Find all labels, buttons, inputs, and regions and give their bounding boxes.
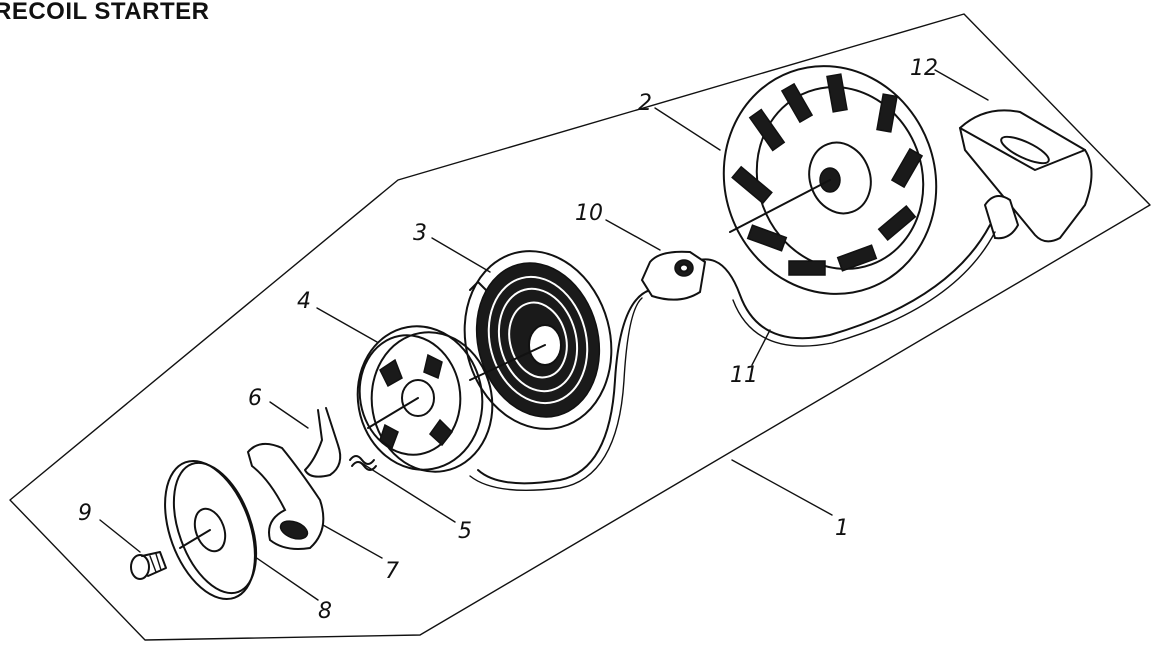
callout-10: 10 [575,201,603,226]
callout-5: 5 [458,519,472,544]
callout-4: 4 [297,289,311,314]
starter-reel [356,325,546,473]
starter-case [722,65,938,295]
callout-7: 7 [385,559,399,584]
rope-guide [640,250,707,301]
leader-lines [99,69,989,601]
ratchet-clip [304,407,342,478]
callout-12: 12 [910,56,938,81]
diagram-title: RECOIL STARTER [0,0,210,25]
screw [130,551,167,580]
assembly-outline [9,13,1151,641]
callout-3: 3 [413,221,427,246]
callout-2: 2 [638,91,652,116]
ratchet-pawl [246,442,325,550]
callout-1: 1 [835,516,849,541]
starter-rope [679,224,991,340]
callout-labels: 1 2 3 4 5 6 7 8 9 10 11 12 [78,56,938,624]
starter-handle [958,109,1093,243]
ratchet-spring [349,455,377,471]
callout-6: 6 [248,386,262,411]
callout-11: 11 [730,363,758,388]
callout-8: 8 [318,599,332,624]
callout-9: 9 [78,501,92,526]
friction-plate [164,459,258,601]
recoil-spring [463,250,613,430]
